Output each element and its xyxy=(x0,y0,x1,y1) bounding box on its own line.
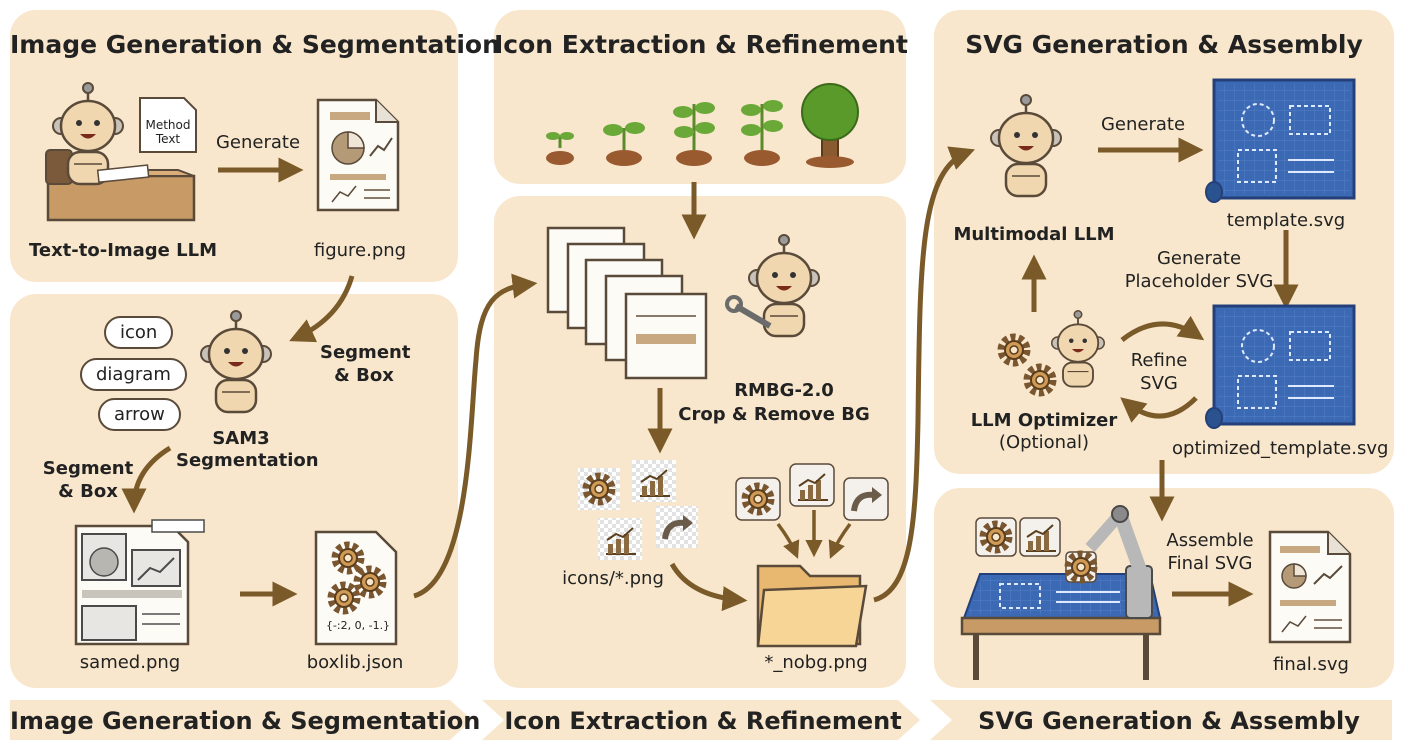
crop-remove-bg-label: Crop & Remove BG xyxy=(678,404,870,425)
sam3-label: SAM3 Segmentation xyxy=(176,428,319,471)
banner-step-3 xyxy=(930,700,1392,740)
figure-png-label: figure.png xyxy=(313,240,407,261)
rmbg-label: RMBG-2.0 xyxy=(734,380,834,401)
section3-title: SVG Generation & Assembly xyxy=(965,30,1363,59)
optimized-template-label: optimized_template.svg xyxy=(1172,438,1389,459)
optional-label: (Optional) xyxy=(998,432,1090,453)
final-svg-label: final.svg xyxy=(1273,654,1349,675)
stacked-crop-pages xyxy=(546,226,708,380)
template-svg-label: template.svg xyxy=(1226,210,1346,231)
section2-title: Icon Extraction & Refinement xyxy=(494,30,908,59)
banner-label-1: Image Generation & Segmentation xyxy=(10,707,481,735)
refine-svg-label: Refine SVG xyxy=(1130,350,1188,394)
boxlib-json-snippet: {-:2, 0, -1.} xyxy=(325,619,391,632)
extracted-icons xyxy=(578,460,698,560)
optimizer-gear-icon-small xyxy=(1027,367,1053,393)
generate-template-label: Generate xyxy=(1100,114,1186,135)
segment-box-label-2: Segment & Box xyxy=(42,458,134,502)
llm-optimizer-label: LLM Optimizer xyxy=(970,410,1118,431)
samed-png-label: samed.png xyxy=(79,652,181,673)
segment-box-label-1: Segment & Box xyxy=(320,342,411,386)
refine-arrow-back xyxy=(1120,396,1198,423)
bubble-icon: icon xyxy=(104,316,174,349)
section1-title: Image Generation & Segmentation xyxy=(10,30,500,59)
segment-arrow-2 xyxy=(121,445,172,514)
final-document-icon xyxy=(1268,530,1352,644)
bubble-arrow: arrow xyxy=(98,398,181,431)
multimodal-robot xyxy=(989,93,1063,198)
optimizer-gear-icon xyxy=(1001,337,1027,363)
optimizer-robot xyxy=(1050,309,1106,388)
text-to-image-llm-label: Text-to-Image LLM xyxy=(28,240,218,261)
sam3-robot xyxy=(199,309,273,414)
multimodal-llm-label: Multimodal LLM xyxy=(953,224,1115,245)
connector-1-2 xyxy=(413,273,538,599)
banner-step-2 xyxy=(482,700,920,740)
bubble-diagram: diagram xyxy=(80,358,187,391)
optimized-blueprint xyxy=(1205,304,1356,429)
assemble-final-label: Assemble Final SVG xyxy=(1166,530,1254,574)
nobg-png-label: *_nobg.png xyxy=(764,652,868,673)
nobg-icons xyxy=(735,463,889,559)
boxlib-document-icon xyxy=(314,530,398,646)
folder-icon xyxy=(756,564,868,648)
banner-label-2: Icon Extraction & Refinement xyxy=(504,707,902,735)
icons-png-label: icons/*.png xyxy=(562,568,664,589)
method-text-label: Method Text xyxy=(145,118,191,147)
samed-image xyxy=(74,519,205,646)
refine-arrow-forward xyxy=(1120,315,1205,342)
boxlib-json-label: boxlib.json xyxy=(306,652,404,673)
icons-to-folder-arrow xyxy=(669,562,748,612)
banner-label-3: SVG Generation & Assembly xyxy=(978,707,1360,735)
wrench-icon xyxy=(734,303,772,329)
generate-label: Generate xyxy=(215,132,301,153)
method-text-note xyxy=(139,97,197,153)
assembly-icons xyxy=(975,517,1061,557)
robot-arm xyxy=(1066,505,1153,619)
template-blueprint xyxy=(1205,78,1356,203)
assembly-table xyxy=(960,573,1162,680)
segment-arrow-1 xyxy=(289,275,355,343)
generate-placeholder-label: Generate Placeholder SVG xyxy=(1124,248,1274,292)
connector-2-3 xyxy=(873,146,976,603)
banner-step-1 xyxy=(10,700,472,740)
figure-document-icon xyxy=(316,98,400,212)
growing-plants xyxy=(546,83,859,168)
